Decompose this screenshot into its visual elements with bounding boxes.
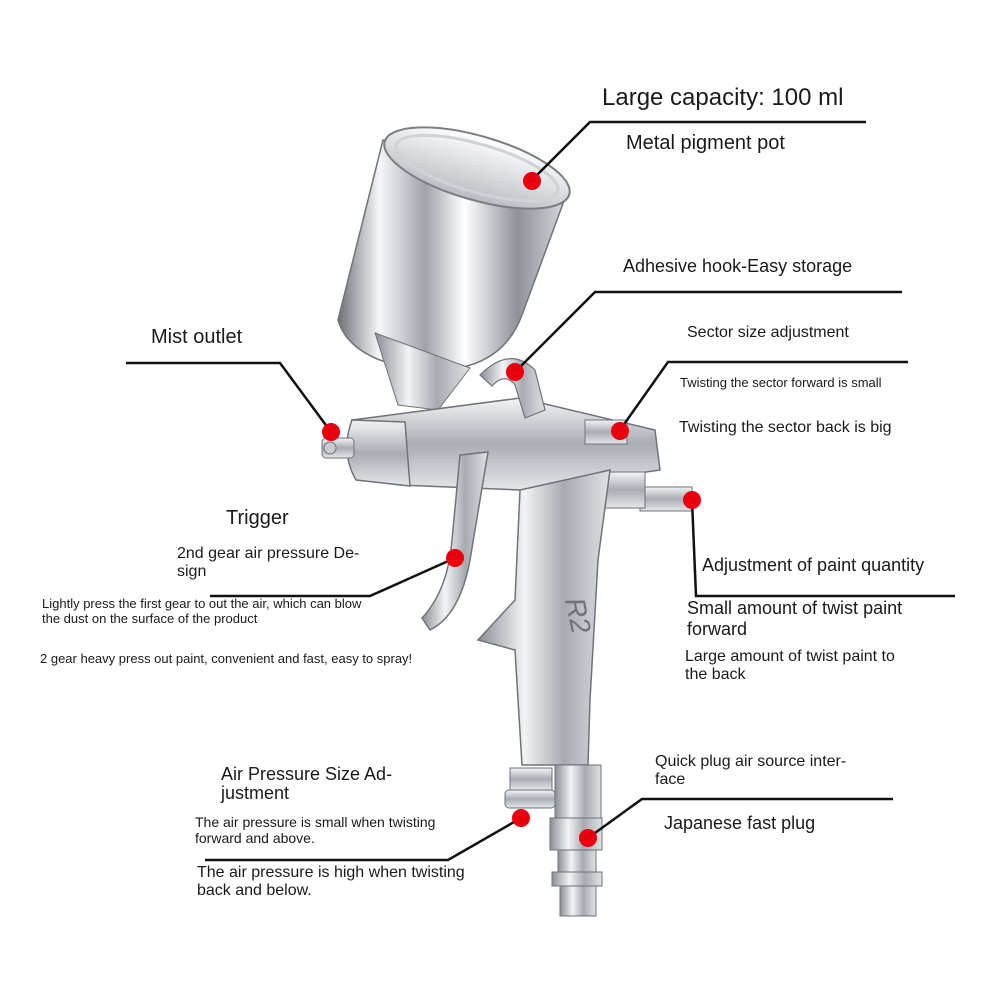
label-trigger-light: Lightly press the first gear to out the … (42, 596, 362, 626)
hook (479, 358, 546, 419)
label-air-small: The air pressure is small when twisting … (195, 814, 436, 847)
markers (322, 172, 701, 847)
handle: R2 (476, 469, 611, 766)
label-trigger-gear: 2nd gear air pressure De- sign (177, 545, 360, 581)
label-sector-title: Sector size adjustment (687, 324, 849, 341)
leader-lines (126, 120, 955, 862)
label-mist: Mist outlet (151, 326, 243, 348)
nozzle (321, 419, 411, 487)
label-sector-back: Twisting the sector back is big (679, 419, 892, 436)
air-fittings (504, 764, 603, 917)
label-trigger-heavy: 2 gear heavy press out paint, convenient… (40, 651, 413, 666)
label-plug-type: Japanese fast plug (664, 813, 816, 833)
label-paint-large: Large amount of twist paint to the back (685, 648, 895, 684)
label-paint-small: Small amount of twist paint forward (687, 598, 903, 639)
label-plug-title: Quick plug air source inter- face (655, 753, 847, 789)
marker-pot (523, 172, 541, 190)
cup-lid (383, 126, 571, 210)
label-trigger: Trigger (226, 507, 289, 529)
label-paint-title: Adjustment of paint quantity (702, 555, 925, 575)
marker-paint (683, 491, 701, 509)
label-capacity: Large capacity: 100 ml (602, 84, 844, 111)
gun-barrel (350, 397, 693, 512)
label-sector-forward: Twisting the sector forward is small (680, 375, 882, 390)
marker-sector (611, 422, 629, 440)
marker-plug (579, 829, 597, 847)
paint-cup (337, 126, 571, 411)
label-pot: Metal pigment pot (626, 132, 785, 154)
label-air-high: The air pressure is high when twisting b… (197, 864, 465, 900)
label-hook: Adhesive hook-Easy storage (623, 256, 853, 276)
label-air-title: Air Pressure Size Ad- justment (221, 764, 393, 803)
trigger (421, 451, 489, 631)
marker-hook (506, 363, 524, 381)
marker-trigger (446, 549, 464, 567)
marker-mist (322, 423, 340, 441)
marker-air (512, 809, 530, 827)
model-mark: R2 (559, 595, 597, 637)
